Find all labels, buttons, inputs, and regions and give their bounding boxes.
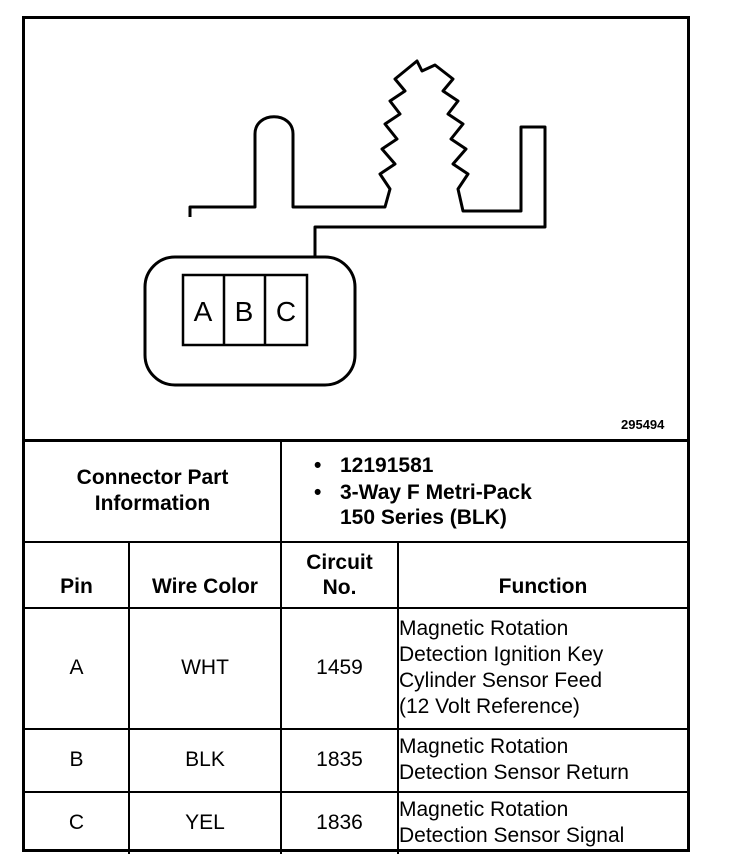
figure-id: 295494 bbox=[621, 417, 665, 432]
table-row: A WHT 1459 Magnetic Rotation Detection I… bbox=[25, 606, 687, 730]
part-number: 12191581 bbox=[314, 453, 687, 478]
function-line: Cylinder Sensor Feed bbox=[399, 669, 603, 692]
circuit-cell: 1835 bbox=[280, 727, 399, 793]
function-line: Magnetic Rotation bbox=[399, 735, 569, 758]
header-circuit: Circuit No. bbox=[280, 540, 399, 609]
function-line: Detection Sensor Signal bbox=[399, 824, 625, 847]
function-cell: Magnetic Rotation Detection Ignition Key… bbox=[397, 606, 687, 730]
function-line: Magnetic Rotation bbox=[399, 617, 569, 640]
function-cell: Magnetic Rotation Detection Sensor Retur… bbox=[397, 727, 687, 793]
connector-housing-outline bbox=[188, 59, 547, 257]
table-row: B BLK 1835 Magnetic Rotation Detection S… bbox=[25, 727, 687, 793]
header-circuit-line1: Circuit bbox=[306, 550, 373, 574]
connector-part-info-label-line1: Connector Part bbox=[76, 466, 229, 490]
connector-table: Connector Part Information 12191581 3-Wa… bbox=[25, 439, 687, 854]
wire-color-cell: BLK bbox=[128, 727, 282, 793]
cavity-block: A B C bbox=[181, 273, 309, 347]
cavity-label-a: A bbox=[194, 296, 213, 327]
connector-body bbox=[143, 255, 357, 387]
connector-part-info-label-line2: Information bbox=[94, 492, 211, 516]
wire-color-cell: YEL bbox=[128, 790, 282, 854]
connector-description-line1: 3-Way F Metri-Pack bbox=[340, 480, 532, 504]
circuit-cell: 1836 bbox=[280, 790, 399, 854]
header-pin: Pin bbox=[25, 540, 130, 609]
pin-cell: C bbox=[25, 790, 130, 854]
connector-part-info-row: Connector Part Information 12191581 3-Wa… bbox=[25, 439, 687, 543]
function-line: Detection Ignition Key bbox=[399, 643, 604, 666]
connector-part-info-label: Connector Part Information bbox=[25, 439, 282, 543]
connector-description: 3-Way F Metri-Pack 150 Series (BLK) bbox=[314, 480, 687, 530]
connector-part-info-values: 12191581 3-Way F Metri-Pack 150 Series (… bbox=[280, 439, 687, 543]
function-line: (12 Volt Reference) bbox=[399, 695, 580, 718]
connector-description-line2: 150 Series (BLK) bbox=[340, 505, 507, 529]
function-cell: Magnetic Rotation Detection Sensor Signa… bbox=[397, 790, 687, 854]
function-line: Magnetic Rotation bbox=[399, 798, 569, 821]
header-circuit-line2: No. bbox=[322, 575, 357, 599]
pin-cell: A bbox=[25, 606, 130, 730]
pin-cell: B bbox=[25, 727, 130, 793]
function-line: Detection Sensor Return bbox=[399, 761, 629, 784]
circuit-cell: 1459 bbox=[280, 606, 399, 730]
header-row: Pin Wire Color Circuit No. Function bbox=[25, 540, 687, 609]
header-wire-color: Wire Color bbox=[128, 540, 282, 609]
table-row: C YEL 1836 Magnetic Rotation Detection S… bbox=[25, 790, 687, 854]
connector-drawing: A B C bbox=[143, 59, 547, 387]
connector-end-view-frame: A B C 295494 Connector Part Information … bbox=[22, 16, 690, 854]
header-function: Function bbox=[397, 540, 687, 609]
cavity-label-b: B bbox=[235, 296, 254, 327]
cavity-label-c: C bbox=[276, 296, 296, 327]
wire-color-cell: WHT bbox=[128, 606, 282, 730]
